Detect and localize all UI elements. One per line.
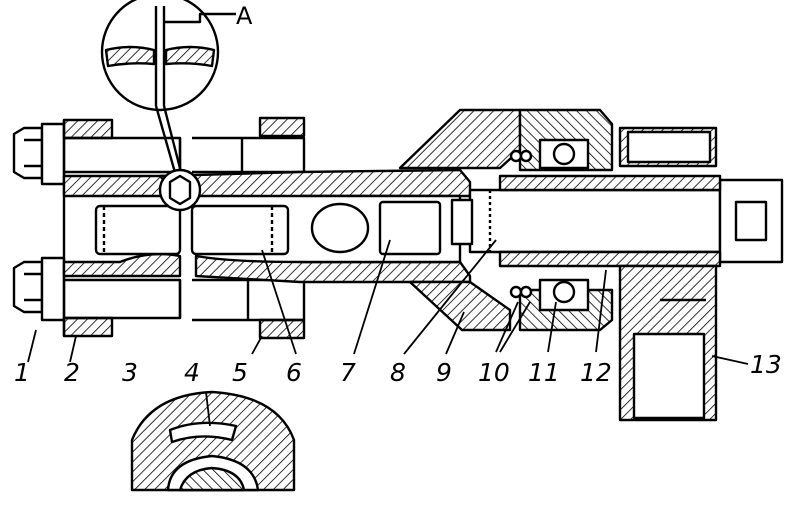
shaft-tube bbox=[158, 168, 472, 284]
callout-11: 11 bbox=[528, 358, 560, 387]
callout-7: 7 bbox=[340, 358, 356, 387]
clamp-flange-left bbox=[62, 118, 114, 338]
detail-circle-a bbox=[100, 0, 236, 177]
callout-9: 9 bbox=[436, 358, 452, 387]
bearing-housing bbox=[509, 108, 614, 332]
callout-6: 6 bbox=[286, 358, 302, 387]
leader-lines bbox=[27, 239, 749, 427]
callout-1: 1 bbox=[14, 358, 30, 387]
yoke-right bbox=[190, 116, 306, 340]
sliding-sleeve bbox=[398, 108, 522, 332]
callout-2: 2 bbox=[64, 358, 80, 387]
callout-4: 4 bbox=[184, 358, 200, 387]
bolt-head-upper bbox=[12, 122, 66, 186]
callout-12: 12 bbox=[580, 358, 612, 387]
callout-10: 10 bbox=[478, 358, 510, 387]
callout-8: 8 bbox=[390, 358, 406, 387]
output-shaft bbox=[450, 178, 784, 264]
section-detail-4 bbox=[130, 390, 296, 492]
callout-5: 5 bbox=[232, 358, 248, 387]
bolt-head-lower bbox=[12, 256, 66, 322]
callout-13: 13 bbox=[750, 350, 782, 379]
outer-casing bbox=[498, 126, 722, 422]
cross-spider bbox=[158, 168, 202, 212]
cross-pin-left bbox=[94, 204, 182, 256]
callout-3: 3 bbox=[122, 358, 138, 387]
detail-label-a: A bbox=[236, 2, 253, 30]
